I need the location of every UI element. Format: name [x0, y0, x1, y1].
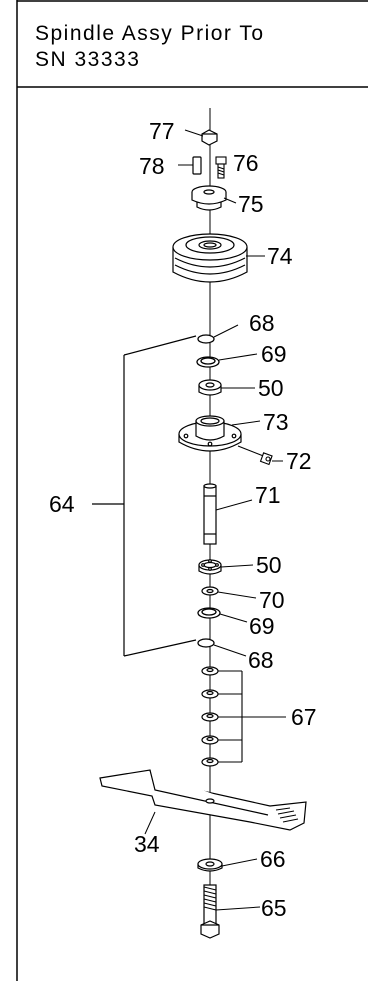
- callout-68-top: 68: [249, 310, 275, 336]
- part-72-fitting: [237, 445, 273, 466]
- bracket-67: [218, 670, 286, 763]
- part-75-hub: [191, 185, 227, 211]
- callout-78: 78: [139, 153, 165, 179]
- callout-76: 76: [233, 150, 259, 176]
- callout-70: 70: [259, 587, 285, 613]
- callout-74: 74: [267, 243, 293, 269]
- part-66-washer: [197, 858, 223, 872]
- part-71-shaft: [203, 483, 217, 545]
- callout-72: 72: [286, 448, 312, 474]
- callout-77: 77: [149, 118, 175, 144]
- part-34-blade: [99, 769, 307, 831]
- part-78-key: [192, 156, 202, 175]
- part-74-pulley: [172, 233, 248, 283]
- part-67-spacers: [201, 666, 219, 767]
- callout-50-top: 50: [258, 375, 284, 401]
- bracket-64: [92, 335, 197, 657]
- part-70-washer: [201, 586, 219, 596]
- part-50-bearing-bottom: [198, 559, 222, 575]
- callout-66: 66: [260, 846, 286, 872]
- callout-67: 67: [291, 704, 317, 730]
- callout-71: 71: [255, 482, 281, 508]
- callout-65: 65: [261, 895, 287, 921]
- callout-75: 75: [238, 191, 264, 217]
- title-line-1: Spindle Assy Prior To: [35, 22, 265, 45]
- part-50-bearing-top: [198, 379, 222, 396]
- callout-68-bottom: 68: [248, 647, 274, 673]
- page-title: Spindle Assy Prior To SN 33333: [35, 21, 355, 73]
- part-73-housing: [178, 415, 242, 452]
- part-69-ring-bottom: [197, 607, 221, 619]
- part-69-ring-top: [196, 356, 220, 368]
- part-76-screw: [215, 156, 227, 179]
- callout-69-top: 69: [261, 341, 287, 367]
- callout-64: 64: [49, 491, 75, 517]
- callout-50-bottom: 50: [256, 552, 282, 578]
- callout-73: 73: [263, 409, 289, 435]
- callout-34: 34: [134, 831, 160, 857]
- part-65-bolt: [200, 884, 220, 939]
- title-line-2: SN 33333: [35, 48, 141, 71]
- callout-69-bottom: 69: [249, 613, 275, 639]
- part-68-clip-bottom: [197, 638, 215, 648]
- part-68-clip-top: [197, 334, 215, 344]
- part-77-nut: [201, 129, 218, 146]
